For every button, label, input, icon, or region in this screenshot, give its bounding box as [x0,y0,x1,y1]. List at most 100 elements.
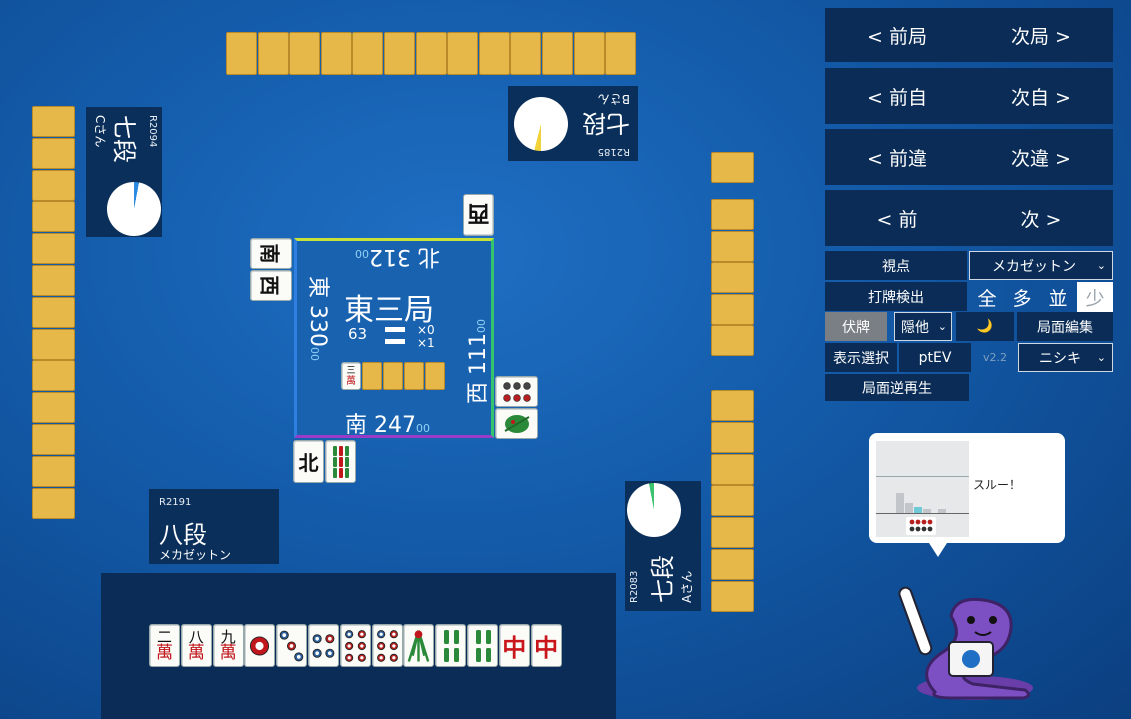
honba-count: 63 [348,325,368,343]
self-player-rate: R2191 [159,497,192,508]
hand-tile-sou[interactable] [435,624,467,667]
self-discard-tile-sou [325,440,356,483]
filter-all-button[interactable]: 全 [977,287,997,310]
stick-icon-honba [385,327,405,332]
left-hand-tile [32,392,75,424]
top-hand-tile [605,32,637,75]
model-select[interactable]: ニシキ ⌄ [1018,343,1113,372]
left-hand-tile [32,169,75,201]
dora-hidden-tile [404,362,424,390]
top-hand-tile [289,32,321,75]
top-player-rate: R2185 [597,146,630,157]
ptev-button[interactable]: ptEV [899,343,971,372]
right-hand-tile [711,262,754,294]
right-player-rate: R2083 [629,570,640,603]
dora-hidden-tile [425,362,445,390]
top-player-timer [514,97,568,151]
ai-chart-thumb [876,441,969,537]
next-round-button[interactable]: 次局 > [1011,25,1071,48]
prev-button[interactable]: < 前 [876,208,918,231]
hidden-select[interactable]: 隠他 ⌄ [894,312,952,341]
next-diff-button[interactable]: 次違 > [1011,147,1071,170]
prev-diff-button[interactable]: < 前違 [867,147,927,170]
hand-tile-honor[interactable]: 中 [498,624,530,667]
hand-tile-pin[interactable] [339,624,371,667]
snake-mascot-icon [898,586,1033,700]
step-nav: < 前 次 > [825,190,1113,246]
hand-tile-pin[interactable] [244,624,276,667]
top-hand-tile [226,32,257,75]
right-player-plate: R2083 七段 Aさん [625,481,701,611]
top-hand-tile [352,32,384,75]
right-hand-tile [711,453,754,485]
east-score: 東 33000 [305,276,330,362]
top-hand-tile [573,32,605,75]
chevron-down-icon: ⌄ [1096,351,1106,364]
top-hand-tile [257,32,289,75]
reverse-replay-button[interactable]: 局面逆再生 [825,374,969,401]
top-hand-tile [478,32,510,75]
right-player-timer [627,483,681,537]
prev-round-button[interactable]: < 前局 [867,25,927,48]
filter-avg-button[interactable]: 並 [1048,287,1068,310]
left-hand-tile [32,265,75,296]
dora-hidden-tile [383,362,403,390]
next-self-button[interactable]: 次自 > [1011,86,1071,109]
prev-self-button[interactable]: < 前自 [867,86,927,109]
left-hand-tile [32,296,75,328]
top-hand-tile [384,32,415,75]
ai-speech-bubble: スルー！ [869,433,1065,557]
left-player-name: Cさん [93,115,107,148]
right-discard-tile-sou [495,408,538,439]
left-discard-tile: 西 [250,270,292,301]
self-discard-tile: 北 [293,440,324,483]
top-hand-tile [320,32,352,75]
round-name: 東三局 [344,293,434,328]
top-hand-tile [510,32,542,75]
self-player-name: メカゼットン [159,548,232,562]
hand-tile-sou[interactable] [467,624,498,667]
self-turn-nav: < 前自 次自 > [825,68,1113,124]
hand-tile-honor[interactable]: 中 [530,624,562,667]
right-hand-tile [711,230,754,262]
riichi-sticks: ×1 [417,336,435,350]
hand-tile-pin[interactable] [308,624,339,667]
top-player-rank: 七段 [582,109,630,137]
right-hand-tile [711,549,754,580]
filter-many-button[interactable]: 多 [1012,287,1032,310]
top-hand-tile [447,32,479,75]
edit-position-button[interactable]: 局面編集 [1017,312,1113,341]
viewpoint-select[interactable]: メカゼットン ⌄ [969,251,1113,280]
hand-tile-man[interactable]: 二萬 [149,624,180,667]
right-hand-tile [711,580,754,612]
top-hand-tile [542,32,573,75]
right-hand-tile [711,421,754,453]
diff-nav: < 前違 次違 > [825,129,1113,185]
right-hand-tile [711,199,754,230]
hand-tile-pin[interactable] [276,624,308,667]
left-hand-tile [32,360,75,392]
right-player-rank: 七段 [649,555,677,603]
moon-icon[interactable]: 🌙 [956,312,1014,341]
left-discard-tile: 南 [250,238,292,269]
hidden-tiles-button[interactable]: 伏牌 [825,312,887,341]
left-hand-tile [32,201,75,233]
hand-tile-man[interactable]: 八萬 [180,624,212,667]
dora-indicator-tile: 三 萬 [341,362,361,390]
viewpoint-label: 視点 [825,251,967,280]
version-label: v2.2 [982,351,1007,364]
north-score: 北 31200 [355,244,441,269]
left-hand-tile [32,424,75,455]
left-hand-tile [32,137,75,169]
next-button[interactable]: 次 > [1020,208,1062,231]
right-hand-tile [711,152,754,183]
filter-few-button[interactable]: 少 [1077,282,1113,312]
hand-tile-sou[interactable] [403,624,435,667]
self-player-plate: R2191 八段 メカゼットン [149,489,279,564]
top-discard-tile: 西 [463,194,494,236]
dora-hidden-tile [362,362,382,390]
right-hand-tile [711,390,754,421]
hand-tile-pin[interactable] [371,624,403,667]
display-select-button[interactable]: 表示選択 [825,343,897,372]
hand-tile-man[interactable]: 九萬 [212,624,244,667]
